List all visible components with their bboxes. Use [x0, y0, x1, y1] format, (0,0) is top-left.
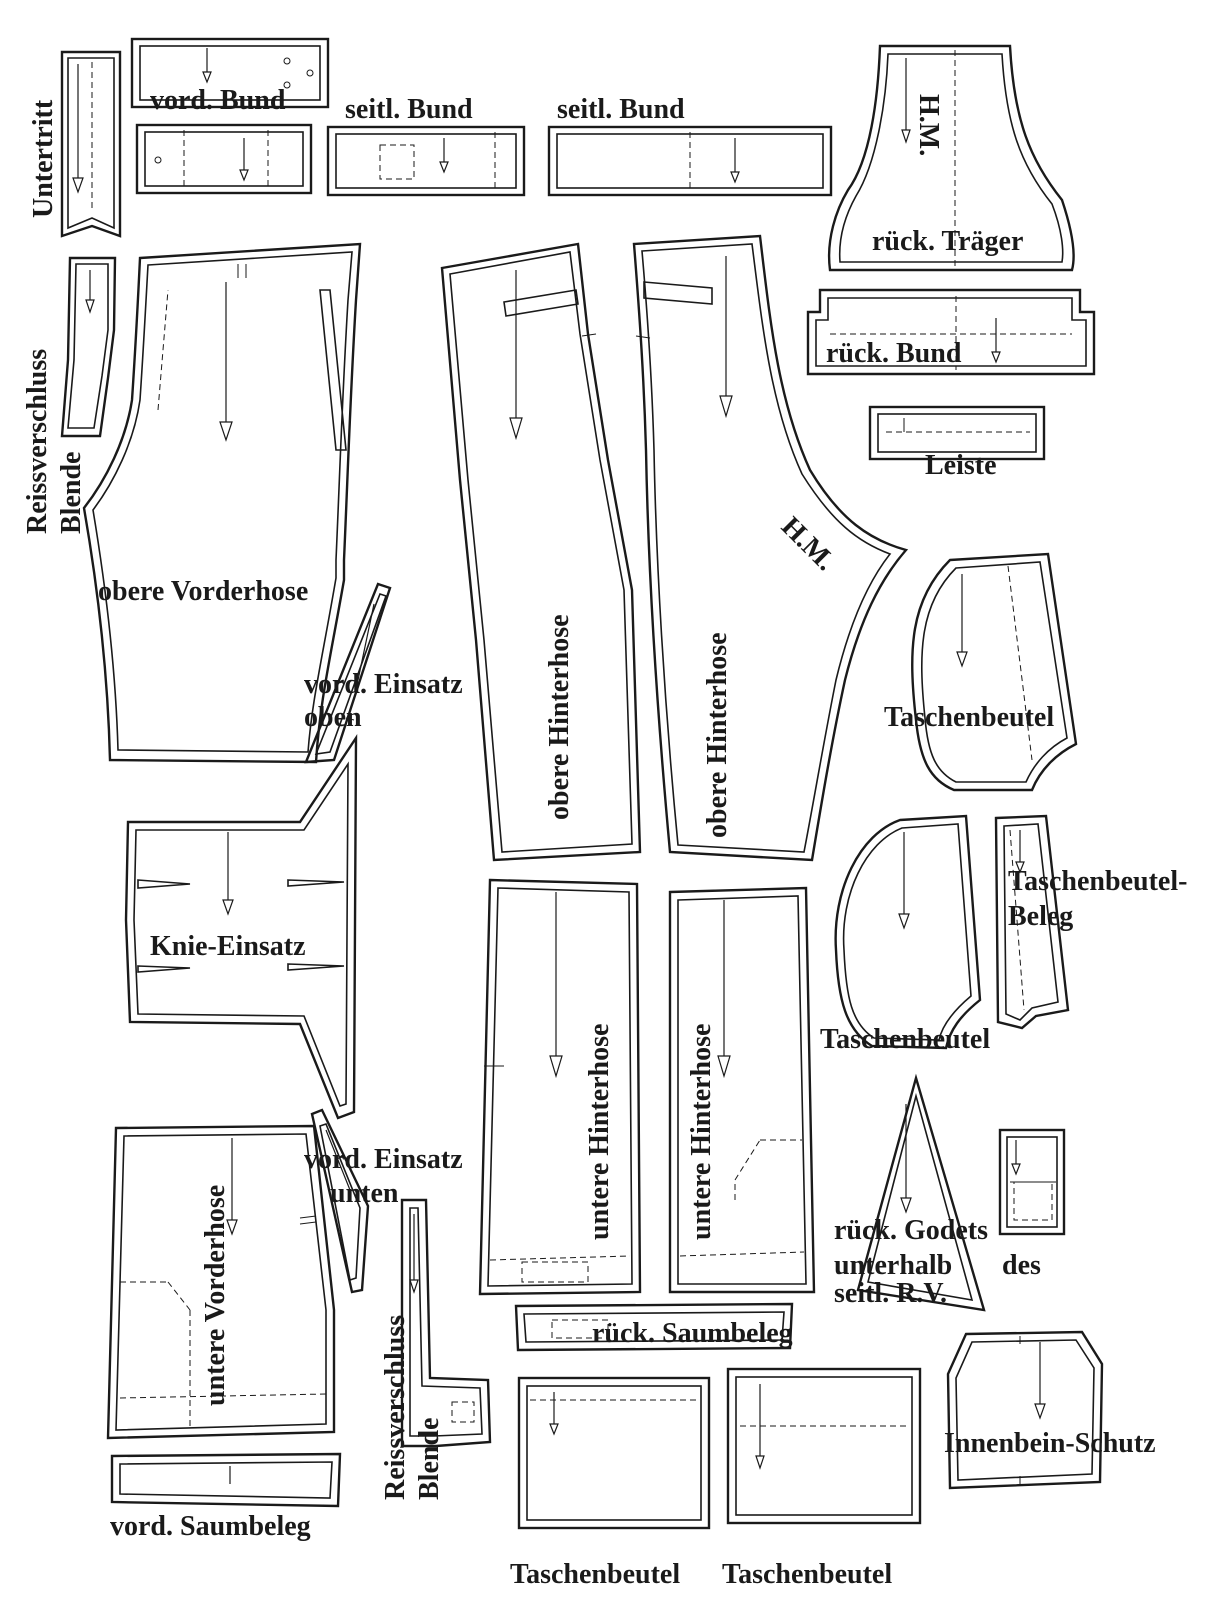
label-taschenbeutel-2: Taschenbeutel — [820, 1024, 990, 1055]
piece-innenbein-schutz — [946, 1330, 1104, 1490]
piece-taschenbeutel-beleg — [994, 814, 1070, 1030]
label-taschenbeutel-beleg-2: Beleg — [1008, 901, 1073, 932]
label-rueck-godets-1: rück. Godets — [834, 1215, 988, 1246]
label-vord-einsatz-unten-2: unten — [330, 1178, 399, 1209]
label-obere-hinterhose-1: obere Hinterhose — [544, 614, 575, 820]
label-vord-saumbeleg: vord. Saumbeleg — [110, 1511, 311, 1542]
label-rueck-godets-2: unterhalb — [834, 1250, 952, 1281]
piece-rueck-godets — [856, 1073, 986, 1312]
label-vord-einsatz-oben-1: vord. Einsatz — [304, 669, 463, 700]
label-rueck-traeger: rück. Träger — [872, 226, 1023, 257]
label-seitl-bund-2: seitl. Bund — [557, 94, 685, 125]
label-taschenbeutel-4: Taschenbeutel — [722, 1559, 892, 1590]
label-reissverschluss-bottom-2: Blende — [414, 1418, 445, 1500]
piece-seitl-bund-2 — [547, 125, 833, 197]
piece-reissverschluss-blende-bottom — [400, 1198, 492, 1448]
label-innenbein-schutz: Innenbein-Schutz — [944, 1428, 1156, 1459]
piece-vord-bund-lower — [135, 123, 313, 195]
label-rueck-bund: rück. Bund — [826, 338, 962, 369]
piece-taschenbeutel-1 — [911, 552, 1078, 792]
piece-obere-hinterhose-2 — [632, 234, 909, 862]
piece-vord-saumbeleg — [110, 1452, 342, 1508]
piece-obere-vorderhose — [82, 242, 362, 764]
label-untertritt: Untertritt — [28, 99, 59, 218]
label-vord-einsatz-unten-1: vord. Einsatz — [304, 1144, 463, 1175]
piece-taschenbeutel-4 — [726, 1367, 922, 1525]
label-reissverschluss-bottom-1: Reissverschluss — [380, 1315, 411, 1500]
label-knie-einsatz: Knie-Einsatz — [150, 931, 306, 962]
piece-small-facing — [998, 1128, 1066, 1236]
piece-taschenbeutel-2 — [834, 814, 982, 1050]
label-taschenbeutel-3: Taschenbeutel — [510, 1559, 680, 1590]
piece-reissverschluss-blende-top — [60, 256, 117, 438]
label-untere-vorderhose: untere Vorderhose — [200, 1185, 231, 1406]
label-taschenbeutel-1: Taschenbeutel — [884, 702, 1054, 733]
label-untere-hinterhose-1: untere Hinterhose — [584, 1024, 615, 1240]
label-rueck-saumbeleg: rück. Saumbeleg — [592, 1318, 793, 1349]
label-vord-bund: vord. Bund — [150, 85, 286, 116]
label-vord-einsatz-oben-2: oben — [304, 702, 362, 733]
label-obere-vorderhose: obere Vorderhose — [98, 576, 308, 607]
label-obere-hinterhose-2: obere Hinterhose — [702, 632, 733, 838]
piece-leiste — [868, 405, 1046, 461]
label-seitl-bund-1: seitl. Bund — [345, 94, 473, 125]
piece-rueck-saumbeleg — [514, 1302, 794, 1352]
label-reissverschluss-top-1: Reissverschluss — [22, 349, 53, 534]
label-reissverschluss-top-2: Blende — [56, 452, 87, 534]
piece-vord-einsatz-unten — [310, 1108, 370, 1294]
piece-knie-einsatz — [124, 734, 358, 1120]
piece-vord-bund-upper — [130, 37, 330, 109]
label-rueck-godets-4: seitl. R.V. — [834, 1278, 947, 1309]
piece-vord-einsatz-oben — [304, 582, 392, 764]
label-rueck-godets-3: des — [1002, 1250, 1041, 1281]
piece-untere-hinterhose-1 — [478, 878, 642, 1296]
piece-obere-hinterhose-1 — [440, 242, 642, 862]
label-taschenbeutel-beleg-1: Taschenbeutel- — [1008, 866, 1187, 897]
piece-untere-vorderhose — [106, 1124, 336, 1440]
piece-untere-hinterhose-2 — [668, 886, 816, 1294]
label-leiste: Leiste — [925, 450, 997, 481]
piece-rueck-traeger — [827, 44, 1075, 272]
label-hm-top: H.M. — [913, 94, 944, 156]
label-untere-hinterhose-2: untere Hinterhose — [686, 1024, 717, 1240]
piece-taschenbeutel-3 — [517, 1376, 711, 1530]
label-hm-mid: H.M. — [775, 511, 841, 577]
piece-untertritt — [60, 50, 122, 238]
piece-seitl-bund-1 — [326, 125, 526, 197]
piece-rueck-bund — [806, 288, 1096, 376]
